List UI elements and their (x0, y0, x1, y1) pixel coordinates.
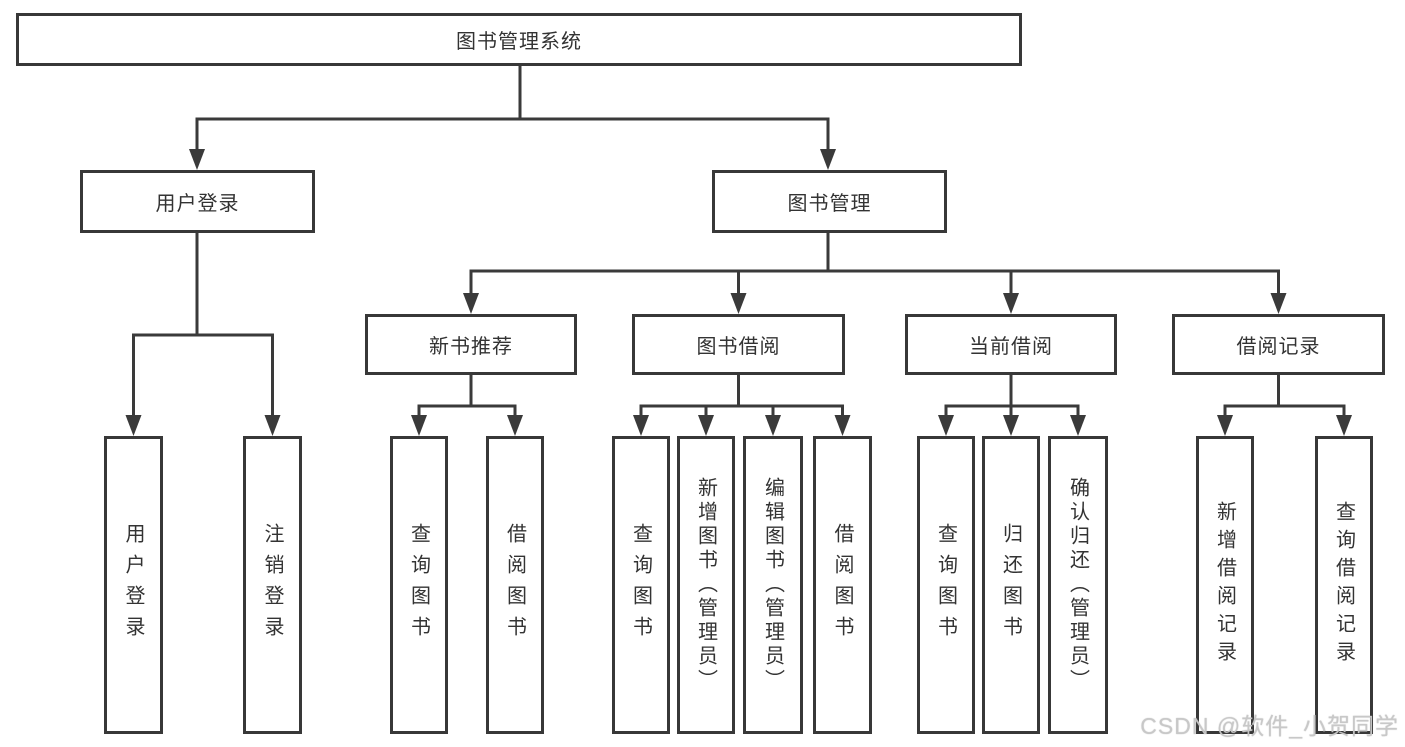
leaf-query-books-2: 查询图书 (612, 436, 670, 734)
leaf-confirm-return-admin: 确认归还（管理员） (1048, 436, 1108, 734)
leaf-add-borrow-record: 新增借阅记录 (1196, 436, 1254, 734)
leaf-return-books: 归还图书 (982, 436, 1040, 734)
leaf-borrow-books-2: 借阅图书 (813, 436, 872, 734)
leaf-query-books-3: 查询图书 (917, 436, 975, 734)
leaf-query-books-1: 查询图书 (390, 436, 448, 734)
leaf-add-book-admin: 新增图书（管理员） (677, 436, 735, 734)
node-user-login: 用户登录 (80, 170, 315, 233)
leaf-query-borrow-record: 查询借阅记录 (1315, 436, 1373, 734)
leaf-borrow-books-1: 借阅图书 (486, 436, 544, 734)
node-book-management: 图书管理 (712, 170, 947, 233)
leaf-edit-book-admin: 编辑图书（管理员） (743, 436, 803, 734)
node-book-borrowing: 图书借阅 (632, 314, 845, 375)
node-new-book-recommendation: 新书推荐 (365, 314, 577, 375)
node-borrowing-records: 借阅记录 (1172, 314, 1385, 375)
node-current-borrowing: 当前借阅 (905, 314, 1117, 375)
watermark: CSDN @软件_小贺同学 (1140, 713, 1399, 739)
leaf-logout: 注销登录 (243, 436, 302, 734)
node-book-management-system: 图书管理系统 (16, 13, 1022, 66)
leaf-user-login: 用户登录 (104, 436, 163, 734)
